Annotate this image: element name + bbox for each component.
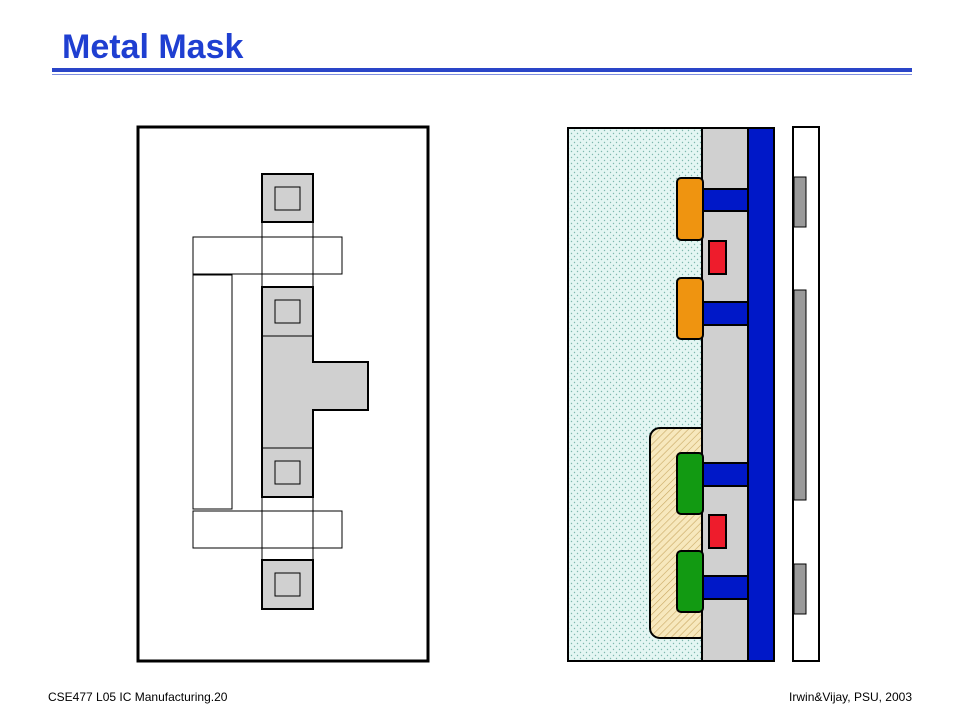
title-underline-thin xyxy=(52,74,912,75)
contact-middle-upper xyxy=(274,299,301,324)
blue-contact-1 xyxy=(701,188,749,212)
orange-region-2 xyxy=(676,277,704,340)
layout-top-view xyxy=(136,125,430,663)
side-bar-2 xyxy=(793,289,807,501)
page-title: Metal Mask xyxy=(62,28,244,66)
upper-horizontal-bar xyxy=(192,236,343,275)
metal-t-shape xyxy=(261,286,369,498)
green-region-2 xyxy=(676,550,704,613)
blue-contact-4 xyxy=(701,575,749,600)
footer-course: CSE477 L05 IC Manufacturing.20 xyxy=(48,690,228,704)
green-region-1 xyxy=(676,452,704,515)
vertical-bar xyxy=(192,274,233,510)
title-underline xyxy=(52,68,912,72)
contact-bottom xyxy=(274,572,301,597)
blue-contact-3 xyxy=(701,462,749,487)
red-gate-upper xyxy=(708,240,727,275)
footer-credit: Irwin&Vijay, PSU, 2003 xyxy=(789,690,912,704)
side-bar-3 xyxy=(793,563,807,615)
red-gate-lower xyxy=(708,514,727,549)
lower-horizontal-bar xyxy=(192,510,343,549)
contact-top xyxy=(274,186,301,211)
side-bar-1 xyxy=(793,176,807,228)
contact-middle-lower xyxy=(274,460,301,485)
metal-rail-blue xyxy=(747,127,775,662)
orange-region-1 xyxy=(676,177,704,241)
blue-contact-2 xyxy=(701,301,749,326)
cross-section-view xyxy=(567,126,820,662)
